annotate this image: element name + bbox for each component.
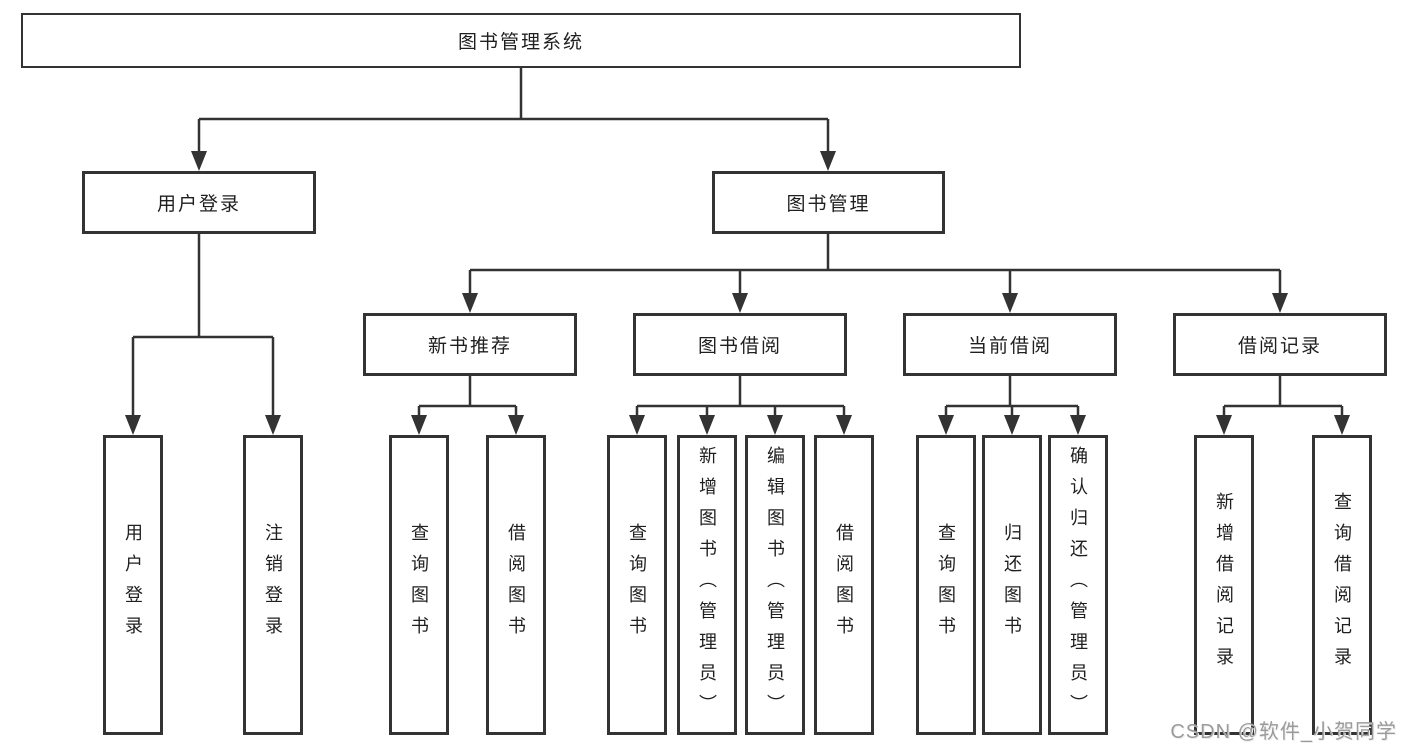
node-label: 用户登录 bbox=[156, 194, 241, 215]
connector-current-borrow-to-leaves bbox=[938, 376, 1086, 435]
leaf-query-books-borrow: 查询图书 bbox=[607, 435, 667, 735]
arrowhead bbox=[820, 151, 836, 171]
node-label: 借阅记录 bbox=[1237, 336, 1322, 357]
leaf-label: 查询图书 bbox=[936, 523, 956, 647]
arrowhead bbox=[1070, 415, 1086, 435]
arrowhead bbox=[699, 415, 715, 435]
leaf-edit-books-admin: 编辑图书（管理员） bbox=[745, 435, 805, 735]
leaf-label: 查询借阅记录 bbox=[1332, 492, 1352, 678]
arrowhead bbox=[1334, 415, 1350, 435]
leaf-label: 借阅图书 bbox=[506, 523, 526, 647]
node-book-management-branch: 图书管理 bbox=[712, 171, 945, 234]
connector-book-management-to-level3 bbox=[462, 234, 1288, 313]
arrowhead bbox=[508, 415, 524, 435]
connector-new-book-recommend-to-leaves bbox=[411, 376, 524, 435]
arrowhead bbox=[1272, 293, 1288, 313]
leaf-add-borrow-record: 新增借阅记录 bbox=[1194, 435, 1254, 735]
node-label: 当前借阅 bbox=[967, 336, 1052, 357]
arrowhead bbox=[462, 293, 478, 313]
arrowhead bbox=[1004, 415, 1020, 435]
node-root-system: 图书管理系统 bbox=[21, 13, 1021, 68]
connector-borrow-record-to-leaves bbox=[1216, 376, 1350, 435]
arrowhead bbox=[767, 415, 783, 435]
node-label: 图书借阅 bbox=[697, 336, 782, 357]
leaf-query-books-current: 查询图书 bbox=[916, 435, 976, 735]
connector-book-borrow-to-leaves bbox=[629, 376, 852, 435]
leaf-query-borrow-record: 查询借阅记录 bbox=[1312, 435, 1372, 735]
leaf-borrow-books-recommend: 借阅图书 bbox=[486, 435, 546, 735]
leaf-label: 借阅图书 bbox=[834, 523, 854, 647]
node-new-book-recommend: 新书推荐 bbox=[363, 313, 577, 376]
leaf-borrow-books: 借阅图书 bbox=[814, 435, 874, 735]
leaf-label: 归还图书 bbox=[1002, 523, 1022, 647]
leaf-label: 新增图书（管理员） bbox=[697, 445, 717, 725]
arrowhead bbox=[938, 415, 954, 435]
leaf-return-books: 归还图书 bbox=[982, 435, 1042, 735]
arrowhead bbox=[411, 415, 427, 435]
leaf-label: 编辑图书（管理员） bbox=[765, 445, 785, 725]
arrowhead bbox=[732, 293, 748, 313]
node-book-borrow: 图书借阅 bbox=[633, 313, 847, 376]
leaf-label: 查询图书 bbox=[627, 523, 647, 647]
arrowhead bbox=[191, 151, 207, 171]
arrowhead bbox=[629, 415, 645, 435]
leaf-user-login: 用户登录 bbox=[103, 435, 163, 735]
leaf-label: 确认归还（管理员） bbox=[1068, 445, 1088, 725]
node-user-login-branch: 用户登录 bbox=[82, 171, 316, 234]
node-label: 图书管理 bbox=[786, 194, 871, 215]
leaf-label: 新增借阅记录 bbox=[1214, 492, 1234, 678]
connector-user-login-to-leaves bbox=[125, 234, 281, 435]
node-label: 新书推荐 bbox=[427, 336, 512, 357]
arrowhead bbox=[836, 415, 852, 435]
arrowhead bbox=[265, 415, 281, 435]
leaf-add-books-admin: 新增图书（管理员） bbox=[677, 435, 737, 735]
leaf-label: 注销登录 bbox=[263, 523, 283, 647]
leaf-label: 用户登录 bbox=[123, 523, 143, 647]
leaf-query-books-recommend: 查询图书 bbox=[389, 435, 449, 735]
arrowhead bbox=[1002, 293, 1018, 313]
leaf-confirm-return-admin: 确认归还（管理员） bbox=[1048, 435, 1108, 735]
arrowhead bbox=[1216, 415, 1232, 435]
node-label: 图书管理系统 bbox=[457, 32, 584, 53]
leaf-label: 查询图书 bbox=[409, 523, 429, 647]
leaf-logout: 注销登录 bbox=[243, 435, 303, 735]
arrowhead bbox=[125, 415, 141, 435]
node-borrow-record: 借阅记录 bbox=[1173, 313, 1387, 376]
connector-root-to-level2 bbox=[191, 68, 836, 171]
csdn-watermark: CSDN @软件_小贺同学 bbox=[1170, 721, 1397, 743]
node-current-borrow: 当前借阅 bbox=[903, 313, 1117, 376]
